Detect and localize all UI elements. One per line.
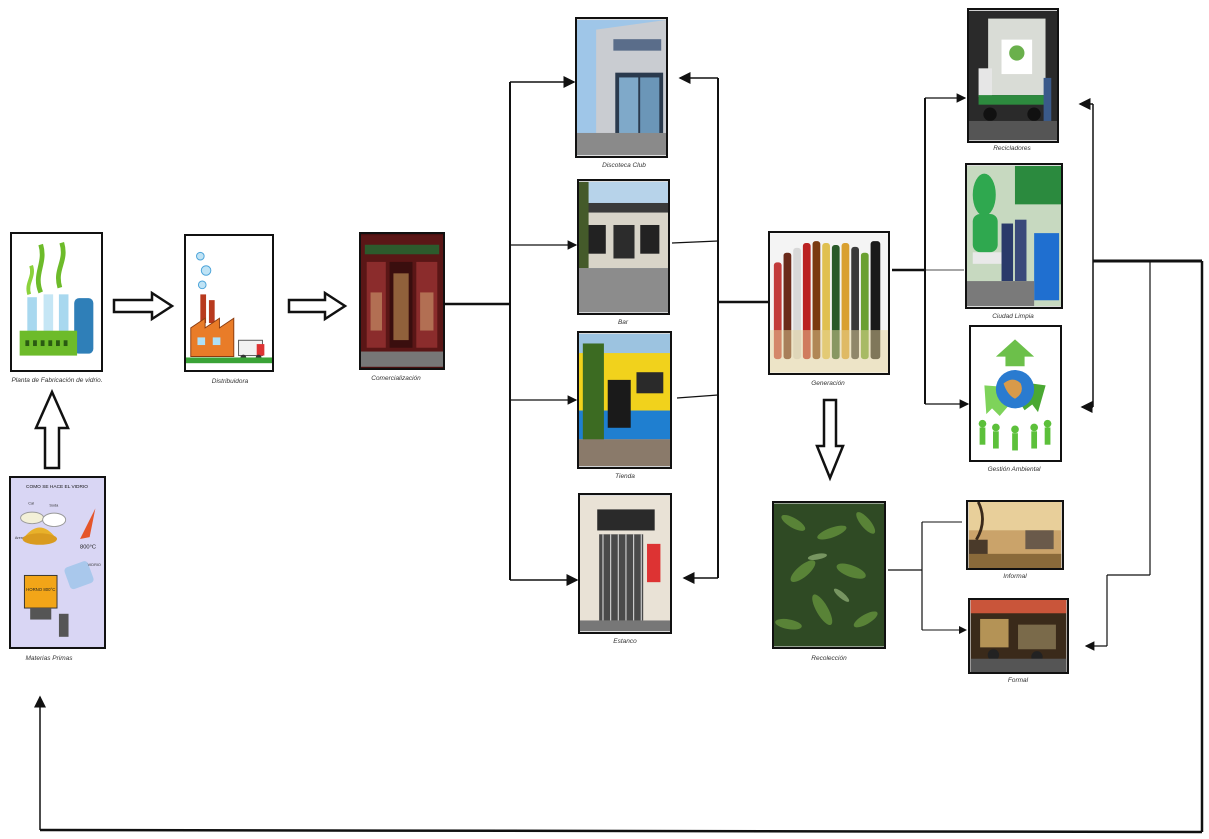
block-arrow-materias-planta (34, 388, 70, 470)
shop-photo (361, 235, 443, 367)
planta-label: Planta de Fabricación de vidrio. (11, 377, 103, 384)
generacion-label: Generación (811, 380, 845, 387)
recicladores-node (967, 8, 1059, 143)
bar-photo (579, 181, 668, 313)
merge-to-generacion (671, 72, 768, 584)
formal-node (968, 598, 1069, 674)
discoteca-label: Discoteca Club (602, 162, 646, 169)
factory-illustration (19, 241, 94, 356)
block-arrow-generacion-recoleccion (815, 398, 845, 482)
distribution-illustration (186, 251, 272, 364)
store-photo (579, 333, 670, 467)
recycle-globe-illustration (971, 327, 1060, 460)
estanco-node (578, 493, 672, 634)
ciudad-label: Ciudad Limpia (992, 313, 1034, 320)
bar-label: Bar (617, 319, 629, 326)
distribuidora-node (184, 234, 274, 372)
liquor-store-photo (580, 496, 670, 631)
distribuidora-label: Distribuidora (211, 378, 249, 385)
discoteca-node (575, 17, 668, 158)
informal-collection-photo (968, 502, 1062, 568)
tienda-node (577, 331, 672, 469)
fanout-generacion (892, 93, 970, 409)
materias-label: Materias Primas (25, 655, 73, 662)
recoleccion-label: Recolección (811, 655, 847, 662)
clean-city-photo (967, 165, 1061, 307)
recicladores-label: Recicladores (993, 145, 1031, 152)
materias-label-temp: 800°C (80, 545, 96, 551)
informal-label: Informal (1003, 573, 1027, 580)
estanco-label: Estanco (613, 638, 637, 645)
generacion-node (768, 231, 890, 375)
planta-node (10, 232, 103, 372)
collected-glass-photo (774, 503, 884, 647)
comercializacion-node (359, 232, 445, 370)
materias-label-cal: Cal (28, 501, 34, 505)
block-arrow-planta-distribuidora (112, 290, 175, 322)
materias-node: COMO SE HACE EL VIDRIO Cal Soda Arena 80… (9, 476, 106, 649)
bar-node (577, 179, 670, 315)
recoleccion-node (772, 501, 886, 649)
comercializacion-label: Comercialización (371, 375, 421, 382)
materias-image-title: COMO SE HACE EL VIDRIO (26, 484, 88, 490)
raw-materials-illustration: COMO SE HACE EL VIDRIO Cal Soda Arena 80… (11, 479, 104, 646)
feedback-bus (34, 98, 1204, 834)
fanout-comercializacion (445, 76, 579, 586)
bottles-photo (770, 233, 888, 373)
gestion-label: Gestión Ambiental (987, 466, 1041, 473)
ciudad-node (965, 163, 1063, 309)
recycling-truck-photo (969, 10, 1057, 141)
formal-label: Formal (1007, 677, 1029, 684)
tienda-label: Tienda (615, 473, 635, 480)
informal-node (966, 500, 1064, 570)
block-arrow-distribuidora-comercializacion (287, 290, 348, 322)
materias-label-horno: HORNO 800°C (26, 587, 55, 592)
gestion-node (969, 325, 1062, 462)
materias-label-soda: Soda (49, 503, 59, 507)
club-photo (577, 20, 666, 155)
materias-label-arena: Arena (15, 536, 26, 540)
materias-label-vidrio: VIDRIO (88, 563, 101, 567)
fanout-recoleccion (888, 521, 967, 634)
formal-collection-photo (970, 600, 1067, 672)
